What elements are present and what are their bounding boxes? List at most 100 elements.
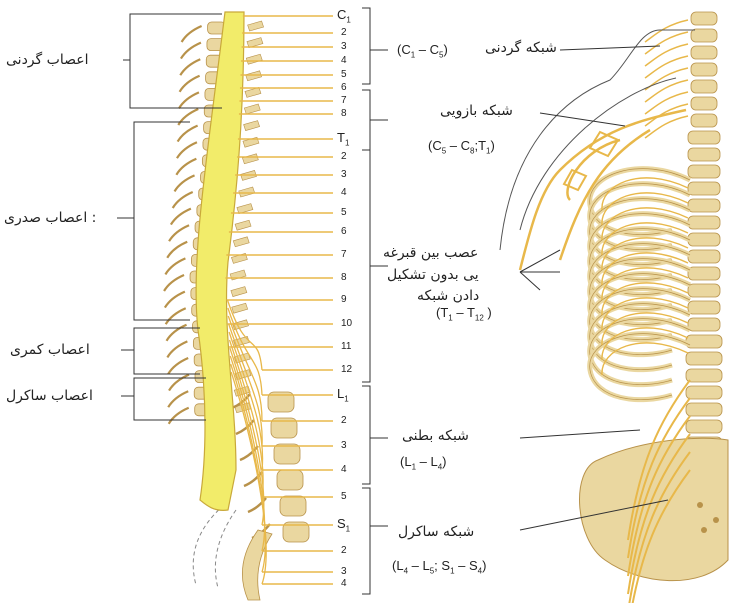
level-l1-label: L1 bbox=[337, 386, 349, 404]
spinous-process bbox=[169, 225, 189, 241]
right-vertebra bbox=[686, 335, 722, 348]
level-c6-label: 6 bbox=[341, 82, 347, 93]
right-vertebra bbox=[691, 97, 717, 110]
sacrum bbox=[242, 530, 272, 600]
cervical-plexus-pointer bbox=[560, 46, 660, 50]
level-l4-label: 4 bbox=[341, 464, 347, 475]
sacral-plexus-label: شبکه ساکرل bbox=[398, 524, 474, 540]
right-vertebra bbox=[691, 46, 717, 59]
sacral-foramen-1 bbox=[713, 517, 719, 523]
intercostal-range: (T1 – T12 ) bbox=[436, 305, 492, 323]
spinous-process bbox=[165, 292, 185, 308]
level-s2-label: 2 bbox=[341, 545, 347, 556]
vertebral-process bbox=[232, 303, 248, 313]
right-vertebra bbox=[688, 199, 720, 212]
spinous-process bbox=[180, 76, 200, 92]
spinous-process bbox=[165, 258, 185, 274]
cervical-nerves-label: اعصاب گردنی bbox=[6, 52, 88, 68]
level-t8-label: 8 bbox=[341, 272, 347, 283]
sacral-nerves-label: اعصاب ساکرل bbox=[6, 388, 93, 404]
brachial-range: (C5 – C8;T1) bbox=[428, 138, 495, 156]
lumbar-range-bracket bbox=[362, 386, 388, 484]
level-t6-label: 6 bbox=[341, 226, 347, 237]
spinous-process bbox=[167, 242, 187, 258]
lumbar-nerves-label: اعصاب کمری bbox=[10, 342, 90, 358]
vertebral-process bbox=[244, 121, 260, 131]
spinous-process bbox=[177, 142, 197, 158]
right-vertebra bbox=[691, 29, 717, 42]
vertebral-process bbox=[246, 54, 262, 64]
right-vertebra bbox=[688, 131, 720, 144]
right-vertebra bbox=[686, 369, 722, 382]
spinous-process bbox=[169, 408, 189, 424]
spinous-process bbox=[180, 59, 200, 75]
level-t1-label: T1 bbox=[337, 130, 349, 148]
right-vertebra bbox=[686, 403, 722, 416]
right-vertebra bbox=[688, 301, 720, 314]
spinous-process bbox=[178, 109, 198, 125]
vertebral-process bbox=[247, 38, 263, 48]
thoracic-nerves-label: : اعصاب صدری bbox=[4, 210, 96, 226]
lumbar-vertebra bbox=[277, 470, 303, 490]
spinous-process bbox=[171, 209, 191, 225]
sacral-foramen-2 bbox=[701, 527, 707, 533]
vertebral-process bbox=[237, 204, 253, 214]
spinous-process bbox=[164, 275, 184, 291]
level-s4-label: 4 bbox=[341, 578, 347, 589]
dura-outline bbox=[193, 505, 236, 588]
level-s3-label: 3 bbox=[341, 566, 347, 577]
vertebral-process bbox=[248, 21, 264, 31]
lumbar-plexus-label: شبکه بطنی bbox=[402, 428, 469, 444]
cervical-range-bracket bbox=[362, 8, 388, 84]
vertebral-process bbox=[244, 104, 260, 114]
spinous-process bbox=[176, 159, 196, 175]
level-t7-label: 7 bbox=[341, 249, 347, 260]
level-c1-label: C1 bbox=[337, 7, 351, 25]
spinous-process bbox=[169, 375, 189, 391]
level-c5-label: 5 bbox=[341, 69, 347, 80]
vertebral-process bbox=[242, 154, 258, 164]
spinous-process bbox=[175, 175, 195, 191]
lumbar-range: (L1 – L4) bbox=[400, 454, 447, 472]
spinous-process bbox=[181, 43, 201, 59]
sacral-foramen-0 bbox=[697, 502, 703, 508]
right-vertebra bbox=[691, 80, 717, 93]
lumbar-bracket bbox=[134, 328, 200, 374]
level-l3-label: 3 bbox=[341, 440, 347, 451]
right-vertebra bbox=[691, 63, 717, 76]
brachial-plexus-label: شبکه بازویی bbox=[440, 103, 513, 119]
sacral-range-bracket bbox=[362, 488, 388, 594]
cervical-plexus-label: شبکه گردنی bbox=[485, 40, 557, 56]
brachial-range-bracket bbox=[362, 90, 388, 150]
spinous-process bbox=[167, 341, 187, 357]
level-t11-label: 11 bbox=[341, 341, 351, 352]
right-vertebra bbox=[688, 216, 720, 229]
level-c8-label: 8 bbox=[341, 108, 347, 119]
right-vertebra bbox=[686, 386, 722, 399]
right-vertebra bbox=[688, 284, 720, 297]
right-vertebra bbox=[688, 148, 720, 161]
vertebral-process bbox=[235, 220, 251, 230]
level-t5-label: 5 bbox=[341, 207, 347, 218]
right-vertebra bbox=[688, 318, 720, 331]
right-vertebra bbox=[691, 12, 717, 25]
spinous-process bbox=[179, 92, 199, 108]
vertebral-process bbox=[231, 287, 247, 297]
cervical-range: (C1 – C5) bbox=[397, 42, 448, 60]
right-vertebra bbox=[686, 420, 722, 433]
spinous-process bbox=[168, 391, 188, 407]
level-t4-label: 4 bbox=[341, 187, 347, 198]
level-t9-label: 9 bbox=[341, 294, 347, 305]
right-vertebra bbox=[688, 165, 720, 178]
lumbar-plexus-pointer bbox=[520, 430, 640, 438]
intercostal-range-bracket bbox=[362, 150, 388, 382]
right-vertebra bbox=[691, 114, 717, 127]
level-l2-label: 2 bbox=[341, 415, 347, 426]
lumbar-vertebra bbox=[280, 496, 306, 516]
level-t12-label: 12 bbox=[341, 364, 352, 375]
level-t10-label: 10 bbox=[341, 318, 352, 329]
level-t3-label: 3 bbox=[341, 169, 347, 180]
spinous-process bbox=[167, 325, 187, 341]
